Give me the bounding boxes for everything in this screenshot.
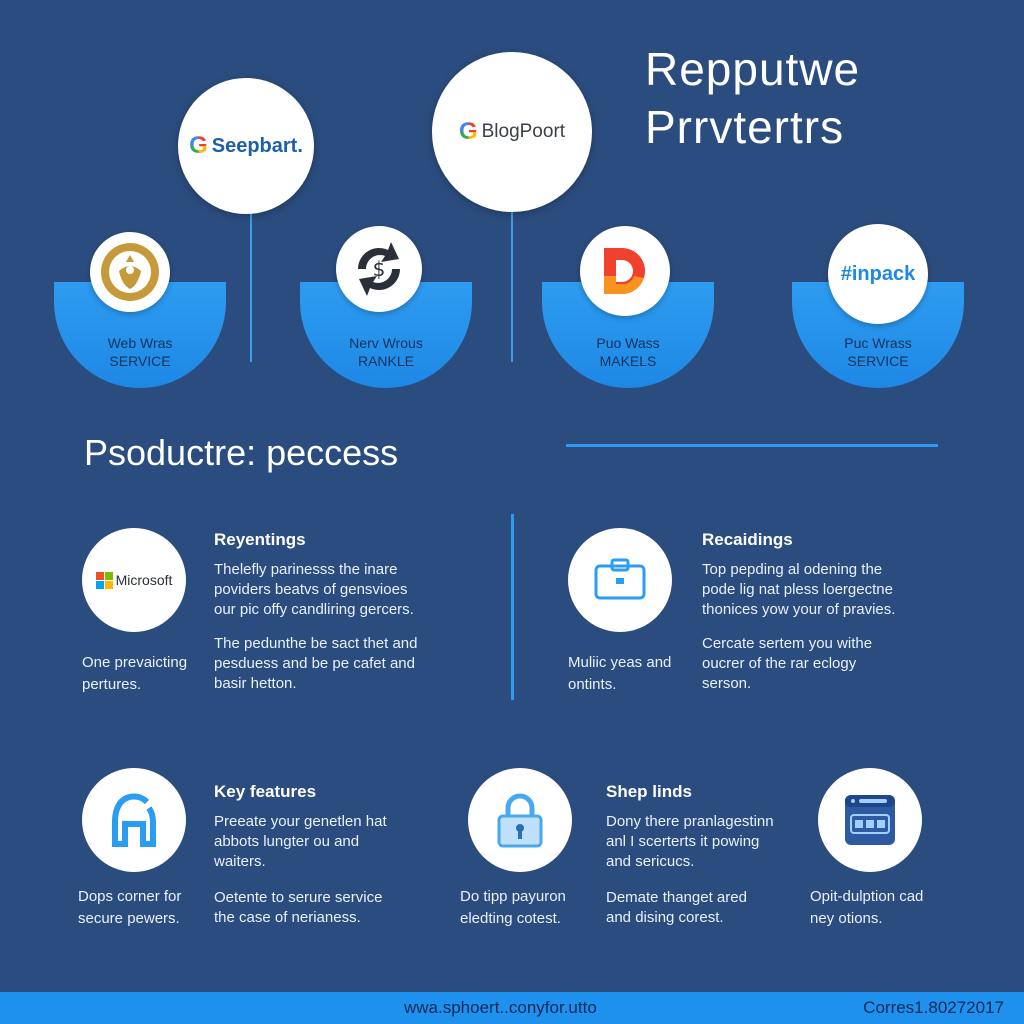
- title-line-1: Repputwe: [645, 43, 861, 95]
- reyentings-caption: One prevaicting pertures.: [82, 654, 188, 693]
- connector-line: [250, 212, 252, 362]
- recaidings-caption: Muliic yeas and ontints.: [568, 654, 672, 693]
- siren-logo-icon: [90, 232, 170, 312]
- key-features-heading: Key features: [214, 782, 317, 801]
- title-line-2: Prrvtertrs: [645, 101, 845, 153]
- d-logo-icon: [580, 226, 670, 316]
- section-title: Psoductre: peccess: [84, 432, 399, 473]
- google-g-icon: G: [458, 118, 478, 145]
- key-features-caption: Dops corner for secure pewers.: [78, 888, 182, 927]
- reyentings-heading: Reyentings: [214, 530, 306, 549]
- connector-line: [511, 208, 513, 362]
- key-features-text: Preeate your genetlen hat abbots lungter…: [214, 813, 387, 870]
- options-caption: Opit-dulption cad ney otions.: [810, 888, 924, 927]
- lock-caption: Do tipp payuron eledting cotest.: [460, 888, 566, 927]
- microsoft-squares-icon: [95, 571, 113, 589]
- recaidings-text-2: Cercate sertem you withe oucrer of the r…: [702, 635, 873, 692]
- footer-copyright: Corres1.80272017: [863, 998, 1004, 1017]
- shep-linds-text-2: Demate thanget ared and dising corest.: [606, 889, 747, 926]
- card-label: Nerv Wrous RANKLE: [349, 335, 423, 369]
- bubble-blogpoort[interactable]: G BlogPoort: [432, 52, 592, 212]
- bubble-brand-label: BlogPoort: [481, 121, 566, 142]
- briefcase-icon: [568, 528, 672, 632]
- card-label: Puc Wrass SERVICE: [844, 335, 912, 369]
- svg-text:$: $: [373, 257, 386, 281]
- reyentings-text-2: The pedunthe be sact thet and pesduess a…: [214, 635, 418, 692]
- shep-linds-heading: Shep linds: [606, 782, 692, 801]
- key-features-text-2: Oetente to serure service the case of ne…: [214, 889, 383, 926]
- column-divider: [511, 514, 514, 700]
- padlock-icon: [468, 768, 572, 872]
- shield-6-icon: [82, 768, 186, 872]
- card-label: Web Wras SERVICE: [107, 335, 173, 369]
- bubble-seepbart[interactable]: G Seepbart.: [178, 78, 314, 214]
- inpack-logo: #inpack: [828, 224, 928, 324]
- card-label: Puo Wass MAKELS: [596, 335, 660, 369]
- bubble-brand-label: Seepbart.: [211, 134, 303, 157]
- recaidings-heading: Recaidings: [702, 530, 793, 549]
- shep-linds-text: Dony there pranlagestinn anl I scerterts…: [606, 813, 774, 870]
- page-title: Repputwe Prrvtertrs: [645, 40, 1005, 156]
- recaidings-text: Top pepding al odening the pode lig nat …: [702, 561, 896, 618]
- server-panel-icon: [818, 768, 922, 872]
- footer-bar: [0, 992, 1024, 1024]
- google-g-icon: G: [189, 132, 208, 159]
- footer-url-link[interactable]: wwa.sphoert..conyfor.utto: [404, 998, 597, 1017]
- dollar-arrows-icon: $: [336, 226, 422, 312]
- section-divider: [566, 444, 938, 447]
- microsoft-logo: Microsoft: [82, 528, 186, 632]
- reyentings-text: Thelefly parinesss the inare poviders be…: [214, 561, 414, 618]
